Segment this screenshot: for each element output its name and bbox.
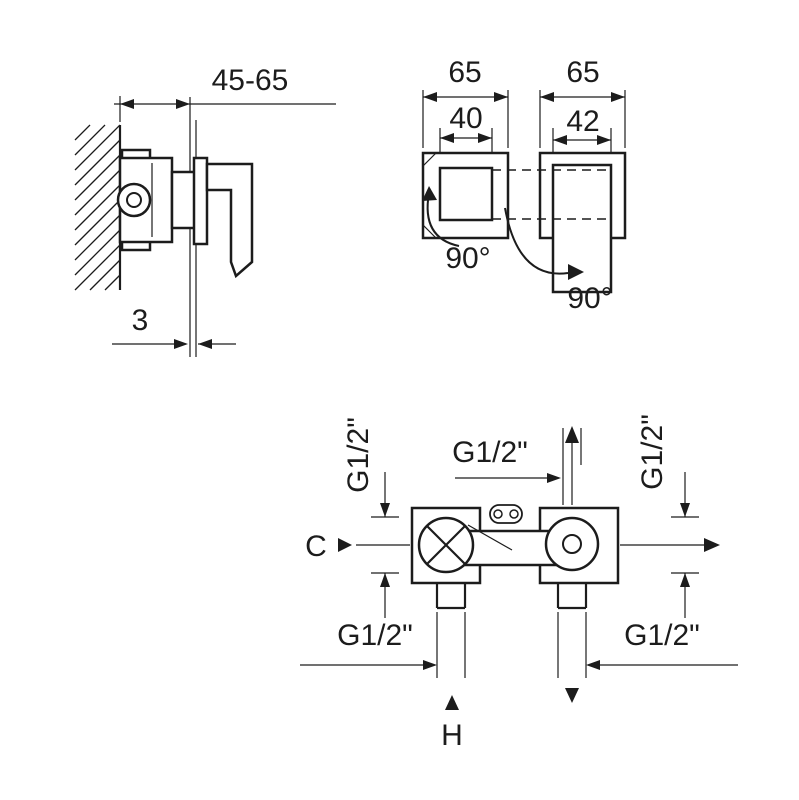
flow-markers: H (441, 688, 579, 752)
front-view-right: 65 42 90° (492, 56, 627, 315)
mixer-body (410, 504, 620, 610)
hot-inlet-up-arrow (445, 695, 459, 710)
bottom-left-port-label: G1/2" (337, 619, 413, 652)
top-port-label: G1/2" (452, 436, 528, 469)
right-port-dimension: G1/2" (636, 414, 699, 618)
mount-depth-label: 45-65 (212, 64, 289, 97)
wall-thickness-label: 3 (132, 304, 149, 337)
plan-view: C (300, 414, 738, 752)
top-port-dimension: G1/2" (452, 426, 582, 505)
bottom-left-port-dimension: G1/2" (300, 612, 466, 678)
left-port-label: G1/2" (342, 417, 375, 493)
front-view-left: 65 40 90° (421, 56, 510, 275)
left-rotation-label: 90° (445, 242, 490, 275)
side-section-view: 45-65 3 (74, 64, 336, 357)
dimension-wall-thickness: 3 (112, 304, 236, 349)
valve-body (116, 148, 198, 252)
hot-inlet-label: H (441, 719, 463, 752)
left-handle-label: 40 (449, 102, 482, 135)
right-width-label: 65 (566, 56, 599, 89)
bottom-right-port-label: G1/2" (624, 619, 700, 652)
right-rotation-label: 90° (567, 282, 612, 315)
right-handle-label: 42 (566, 105, 599, 138)
center-axis-label: C (305, 530, 327, 563)
escutcheon-and-handle (192, 156, 254, 279)
center-axis: C (305, 530, 720, 563)
wall-hatch (74, 124, 122, 291)
right-port-label: G1/2" (636, 414, 669, 490)
bottom-right-port-dimension: G1/2" (557, 612, 738, 678)
flow-up-arrow (565, 426, 579, 443)
left-width-label: 65 (448, 56, 481, 89)
dimension-mount-depth: 45-65 (114, 64, 336, 122)
outlet-down-arrow (565, 688, 579, 703)
left-port-dimension: G1/2" (342, 417, 399, 618)
front-views: 65 40 90° 65 (421, 56, 627, 315)
handle-lever (205, 162, 254, 279)
